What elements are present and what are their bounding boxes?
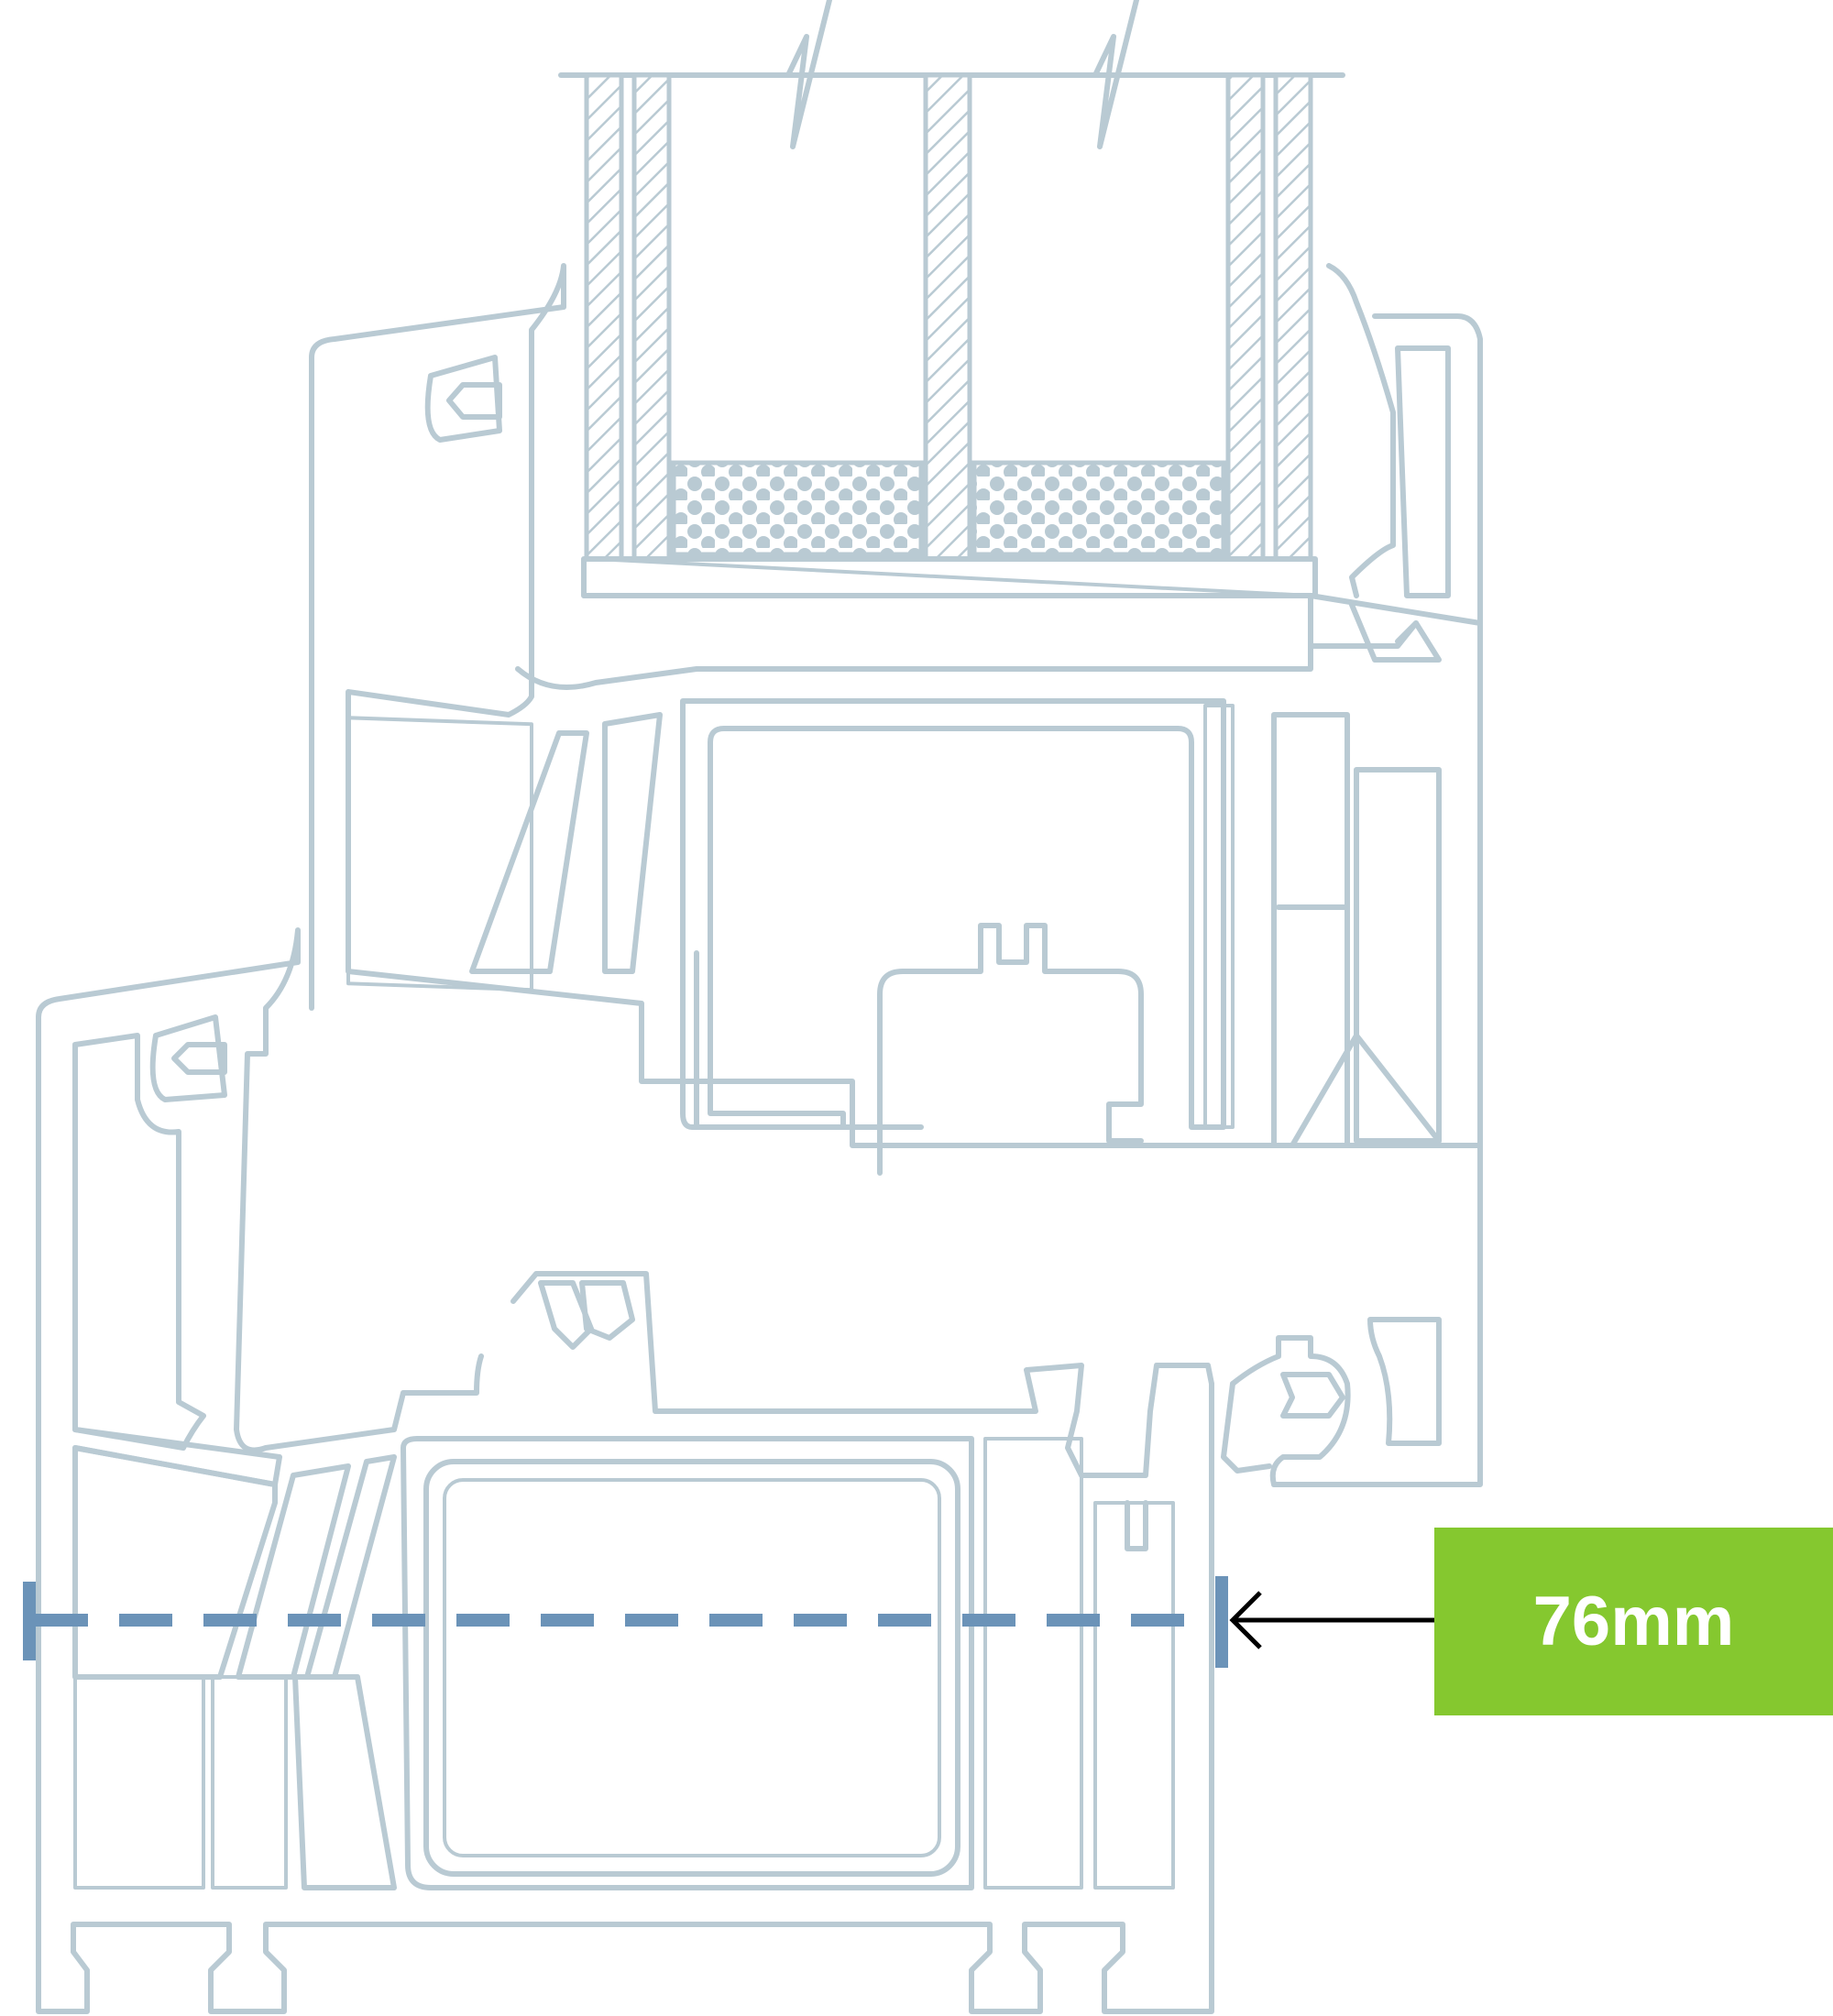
spacer-bar-1 [671, 460, 924, 557]
frame-profile [36, 927, 1214, 2014]
glass-pane-outer-1 [584, 72, 624, 562]
dimension-line-76mm [23, 1576, 1228, 1668]
glass-pane-inner-1 [1225, 72, 1266, 562]
measurement-badge: 76mm [1434, 1528, 1833, 1715]
outer-frame-right [1221, 263, 1483, 1487]
spacer-bar-2 [971, 460, 1226, 557]
glazing-unit [558, 0, 1345, 598]
sash-profile [309, 263, 1483, 1176]
glass-pane-middle [923, 72, 972, 562]
pointer-arrow-icon [1229, 1591, 1434, 1649]
glass-pane-inner-2 [1273, 72, 1313, 562]
glass-pane-outer-2 [631, 72, 672, 562]
